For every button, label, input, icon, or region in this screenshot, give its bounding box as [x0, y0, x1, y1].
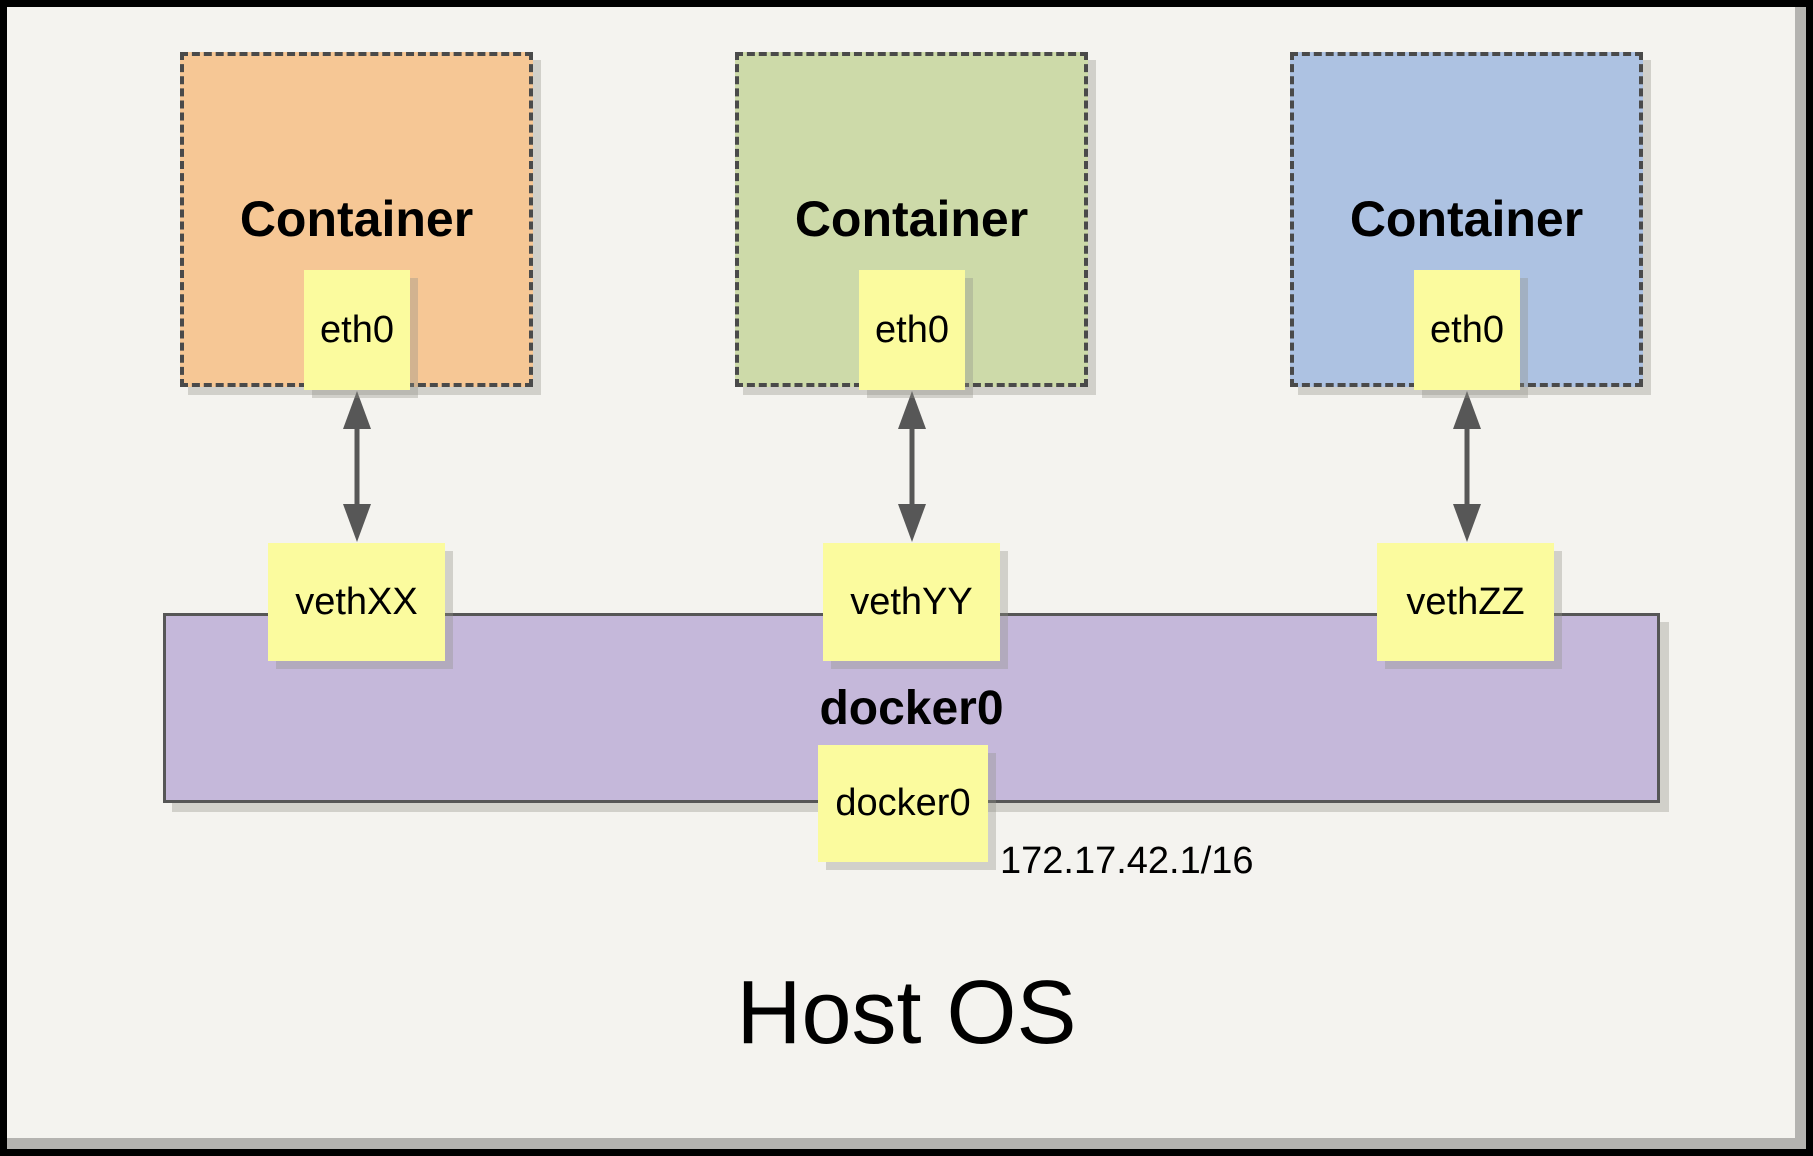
- docker0-interface-label: docker0: [835, 782, 971, 824]
- eth0-label: eth0: [875, 308, 949, 351]
- eth0-label: eth0: [1430, 308, 1504, 351]
- container-label: Container: [794, 191, 1029, 247]
- container-label: Container: [1349, 191, 1584, 247]
- docker0-bridge-label: docker0: [819, 682, 1004, 735]
- veth-label: vethXX: [295, 580, 418, 623]
- veth-label: vethYY: [850, 580, 973, 623]
- host-os-label: Host OS: [736, 963, 1077, 1063]
- veth-connection-arrow-1: [343, 391, 371, 542]
- bridge-ip-label: 172.17.42.1/16: [1000, 840, 1254, 882]
- page-shadow-bottom: [7, 1138, 1806, 1149]
- docker0-interface-box: docker0: [818, 745, 988, 862]
- page-shadow-right: [1795, 7, 1806, 1149]
- eth0-interface-box-2: eth0: [859, 270, 965, 390]
- container-label: Container: [239, 191, 474, 247]
- vethxx-box: vethXX: [268, 543, 445, 661]
- eth0-interface-box-3: eth0: [1414, 270, 1520, 390]
- eth0-label: eth0: [320, 308, 394, 351]
- veth-label: vethZZ: [1406, 580, 1525, 623]
- vethyy-box: vethYY: [823, 543, 1000, 661]
- veth-connection-arrow-3: [1453, 391, 1481, 542]
- eth0-interface-box-1: eth0: [304, 270, 410, 390]
- veth-connection-arrow-2: [898, 391, 926, 542]
- vethzz-box: vethZZ: [1377, 543, 1554, 661]
